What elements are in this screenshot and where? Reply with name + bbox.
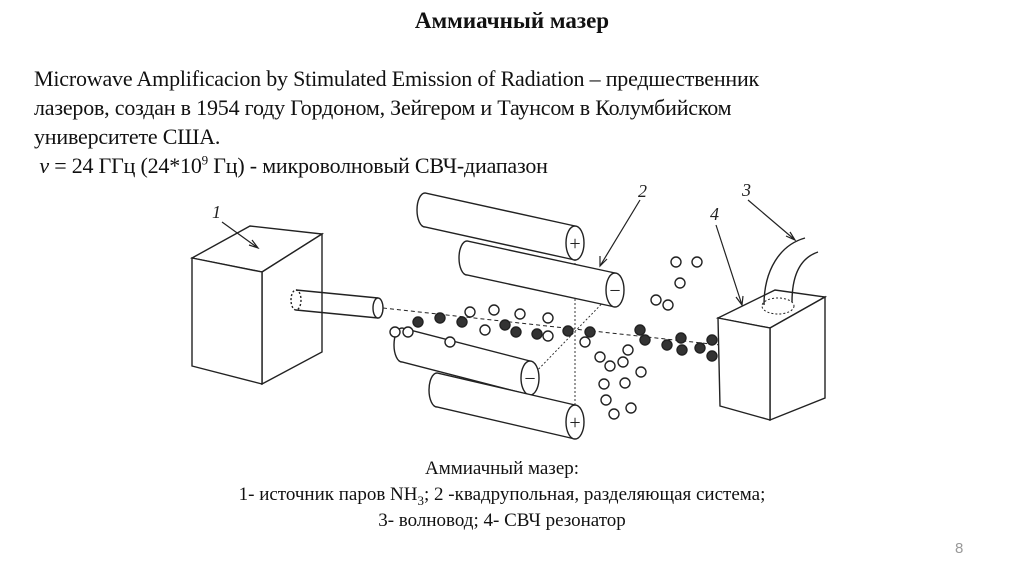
electrode-rod — [458, 240, 616, 308]
excited-molecule — [706, 334, 718, 346]
ground-molecule — [579, 336, 591, 348]
formula-line: ν = 24 ГГц (24*109 Гц) - микроволновый С… — [34, 151, 994, 180]
excited-molecule — [694, 342, 706, 354]
electrode-end — [565, 404, 585, 440]
ground-molecule — [635, 366, 647, 378]
excited-molecule — [531, 328, 543, 340]
microwave-resonator-box — [715, 289, 828, 422]
excited-molecule — [584, 326, 596, 338]
ground-molecule — [662, 299, 674, 311]
ground-molecule — [444, 336, 456, 348]
label-arrows — [221, 199, 797, 307]
quadrupole-electrodes: + − − + — [393, 192, 625, 440]
formula-text: = 24 ГГц (24*10 — [48, 153, 202, 178]
caption-text: 1- источник паров NH — [238, 484, 418, 505]
label-4: 4 — [710, 204, 719, 224]
label-1: 1 — [212, 202, 221, 222]
ground-molecule — [670, 256, 682, 268]
ground-molecule — [625, 402, 637, 414]
electrode-rod — [393, 327, 531, 396]
excited-molecule — [510, 326, 522, 338]
ground-molecule — [598, 378, 610, 390]
ground-molecule — [542, 330, 554, 342]
excited-molecule — [456, 316, 468, 328]
ground-molecule — [464, 306, 476, 318]
formula-text-after: Гц) - микроволновый СВЧ-диапазон — [207, 153, 548, 178]
nu-symbol: ν — [39, 153, 49, 178]
ground-molecule — [479, 324, 491, 336]
ground-molecule — [650, 294, 662, 306]
electrode-sign: + — [569, 412, 580, 434]
ground-molecule — [619, 377, 631, 389]
slide-title: Аммиачный мазер — [414, 8, 610, 33]
electrode-end — [605, 272, 625, 308]
excited-molecule — [499, 319, 511, 331]
ground-molecule — [402, 326, 414, 338]
excited-molecule — [562, 325, 574, 337]
label-2: 2 — [638, 181, 647, 201]
excited-molecule — [676, 344, 688, 356]
excited-molecule — [412, 316, 424, 328]
vapor-source-box — [189, 225, 325, 386]
body-line: университете США. — [34, 124, 221, 149]
caption-title: Аммиачный мазер: — [424, 458, 580, 479]
ground-molecule — [542, 312, 554, 324]
ground-molecule — [674, 277, 686, 289]
ground-molecule — [389, 326, 401, 338]
excited-molecule — [634, 324, 646, 336]
caption-line-2: 1- источник паров NH3; 2 -квадрупольная,… — [0, 482, 1004, 508]
excited-molecule — [675, 332, 687, 344]
waveguide — [763, 237, 819, 306]
electrode-rod — [416, 192, 576, 261]
caption-text: ; 2 -квадрупольная, разделяющая система; — [424, 484, 766, 505]
ground-molecule — [594, 351, 606, 363]
electrode-rod — [428, 372, 576, 440]
ground-molecule — [617, 356, 629, 368]
excited-molecule — [706, 350, 718, 362]
page-number: 8 — [955, 540, 964, 557]
ground-molecule — [622, 344, 634, 356]
ground-molecule — [488, 304, 500, 316]
body-line: Microwave Amplificacion by Stimulated Em… — [34, 66, 760, 91]
caption-line-3: 3- волновод; 4- СВЧ резонатор — [378, 510, 626, 531]
electrode-end — [565, 225, 585, 261]
electrode-sign: + — [569, 233, 580, 255]
body-line: лазеров, создан в 1954 году Гордоном, Зе… — [34, 95, 732, 120]
molecule-particles — [389, 256, 718, 420]
label-3: 3 — [741, 180, 751, 200]
ground-molecule — [514, 308, 526, 320]
subscript: 3 — [417, 492, 425, 508]
slide-body: Microwave Amplificacion by Stimulated Em… — [34, 64, 994, 180]
figure-caption: Аммиачный мазер: 1- источник паров NH3; … — [0, 456, 1004, 534]
ground-molecule — [691, 256, 703, 268]
formula-exponent: 9 — [201, 152, 209, 168]
excited-molecule — [661, 339, 673, 351]
electrode-sign: − — [609, 280, 620, 302]
excited-molecule — [639, 334, 651, 346]
ground-molecule — [604, 360, 616, 372]
ground-molecule — [600, 394, 612, 406]
excited-molecule — [434, 312, 446, 324]
ground-molecule — [608, 408, 620, 420]
electrode-sign: − — [524, 368, 535, 390]
